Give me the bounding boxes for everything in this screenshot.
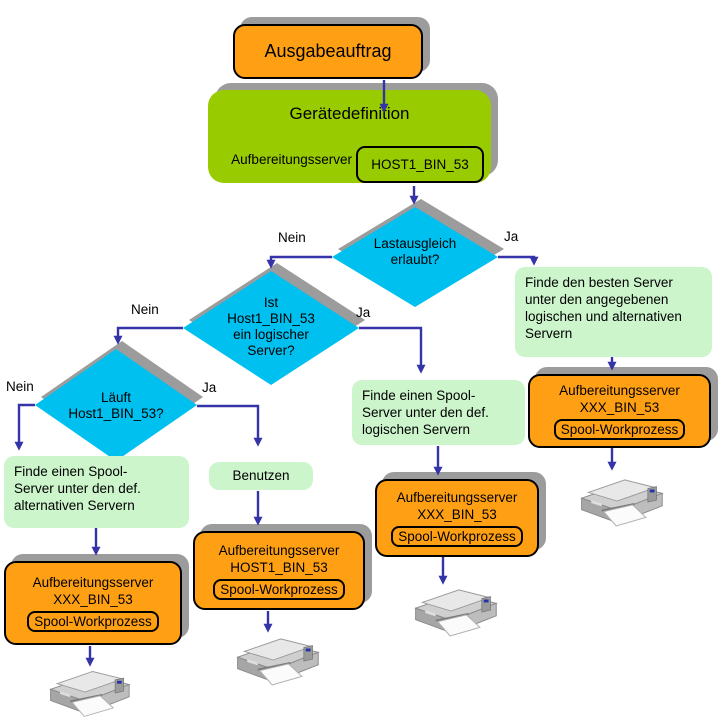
spool-workprocess-badge: Spool-Workprozess [553, 419, 686, 440]
spool-workprocess-badge: Spool-Workprozess [27, 611, 159, 632]
result-server: XXX_BIN_53 [579, 400, 660, 415]
connector-d1-no-to-d2 [266, 255, 332, 269]
device-definition-title: Gerätedefinition [289, 104, 410, 123]
edge-label-no-logical-server: Nein [131, 302, 159, 317]
result-server: HOST1_BIN_53 [230, 559, 328, 575]
connector-d3-yes-to-use [197, 404, 263, 447]
connector-d3-no-to-note-alt [14, 403, 35, 451]
printer-icon [580, 478, 664, 527]
edge-label-no-load-balancing: Nein [278, 230, 306, 245]
result-node-alternative: Aufbereitungsserver XXX_BIN_53 Spool-Wor… [4, 561, 182, 645]
printer-icon [414, 588, 498, 637]
device-definition-node [208, 90, 491, 183]
result-node-best: Aufbereitungsserver XXX_BIN_53 Spool-Wor… [528, 374, 711, 448]
result-node-host: Aufbereitungsserver HOST1_BIN_53 Spool-W… [193, 531, 365, 610]
result-title: Aufbereitungsserver [396, 490, 518, 505]
note-best-server: Finde den besten Server unter den angege… [515, 267, 712, 357]
connector-d2-no-to-d3 [113, 326, 183, 345]
preparation-server-value: HOST1_BIN_53 [356, 146, 484, 183]
result-server: XXX_BIN_53 [417, 507, 497, 522]
result-node-logical: Aufbereitungsserver XXX_BIN_53 Spool-Wor… [375, 479, 539, 557]
note-alternative-servers: Finde einen Spool- Server unter den def.… [4, 456, 189, 528]
printer-icon [49, 670, 131, 718]
decision-server-running-text: Läuft Host1_BIN_53? [68, 390, 164, 421]
decision-logical-server-text: Ist Host1_BIN_53 ein logischer Server? [227, 295, 315, 358]
result-title: Aufbereitungsserver [218, 542, 340, 558]
result-title: Aufbereitungsserver [559, 383, 680, 398]
spool-workprocess-badge: Spool-Workprozess [213, 578, 345, 600]
result-title: Aufbereitungsserver [32, 575, 154, 590]
edge-label-yes-load-balancing: Ja [504, 229, 519, 244]
preparation-server-label: Aufbereitungsserver [231, 152, 352, 167]
edge-label-yes-server-running: Ja [202, 380, 217, 395]
note-logical-servers: Finde einen Spool- Server unter den def.… [352, 380, 525, 445]
start-node-label: Ausgabeauftrag [264, 41, 392, 61]
connector-d2-yes-to-note-logical [359, 326, 426, 374]
printer-icon [236, 637, 320, 686]
result-server: XXX_BIN_53 [53, 592, 133, 607]
connector-d1-yes-to-note-best [498, 255, 539, 266]
start-node: Ausgabeauftrag [233, 24, 423, 79]
edge-label-yes-logical-server: Ja [356, 305, 371, 320]
decision-load-balancing-text: Lastausgleich erlaubt? [373, 236, 457, 267]
spool-workprocess-badge: Spool-Workprozess [391, 526, 523, 547]
edge-label-no-server-running: Nein [6, 379, 34, 394]
note-use: Benutzen [209, 462, 313, 490]
